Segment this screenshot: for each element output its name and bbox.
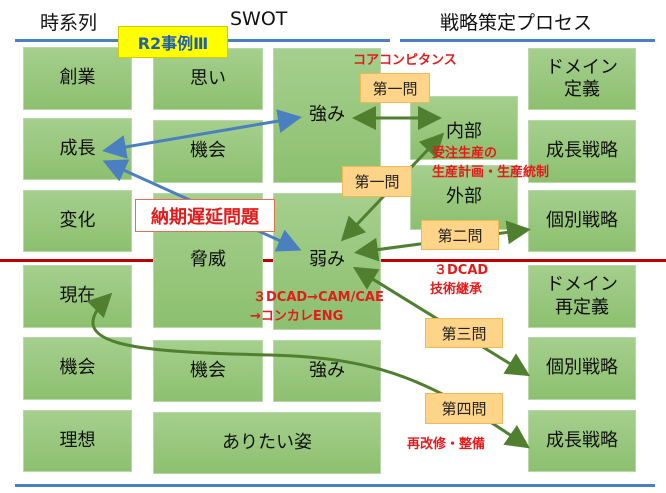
note-concurrent-eng: →コンカレENG: [250, 309, 344, 324]
process-domain-line1: ドメイン: [546, 56, 618, 78]
note-core-competence: コアコンピタンス: [353, 53, 457, 68]
note-order-2: 生産計画・生産統制: [432, 165, 550, 180]
question-4: 第四問: [425, 393, 503, 424]
swot-header: SWOT: [230, 8, 288, 30]
process-redomain: ドメイン再定義: [528, 265, 636, 328]
timeline-header: 時系列: [40, 12, 98, 34]
question-1-core: 第一問: [360, 73, 430, 103]
note-tech-transfer: 技術継承: [430, 282, 483, 297]
process-header: 戦略策定プロセス: [440, 12, 593, 34]
note-repair: 再改修・整備: [407, 437, 486, 452]
arrow-growth-strength: [102, 109, 302, 159]
process-domain: ドメイン定義: [528, 48, 636, 110]
question-3: 第三問: [425, 318, 503, 348]
case-badge: R2事例Ⅲ: [118, 26, 228, 58]
header-divider-right: [400, 39, 655, 42]
process-domain-line2: 定義: [564, 79, 600, 100]
note-3dcad: ３DCAD: [434, 263, 489, 278]
timeline-founding: 創業: [23, 47, 132, 110]
process-redomain-line2: 再定義: [555, 296, 609, 318]
question-2: 第二問: [421, 220, 499, 250]
note-order-1: 受注生産の: [432, 146, 498, 161]
process-growth: 成長戦略: [528, 120, 636, 183]
bottom-divider: [15, 484, 655, 487]
note-delivery-delay: 納期遅延問題: [135, 199, 275, 232]
process-growth-future: 成長戦略: [528, 410, 636, 472]
process-redomain-line1: ドメイン: [546, 274, 618, 295]
note-cad-cam: ３DCAD→CAM/CAE: [253, 290, 384, 305]
process-individual: 個別戦略: [528, 190, 636, 252]
question-1-order: 第一問: [342, 166, 412, 197]
swot-thought: 思い: [153, 48, 263, 110]
